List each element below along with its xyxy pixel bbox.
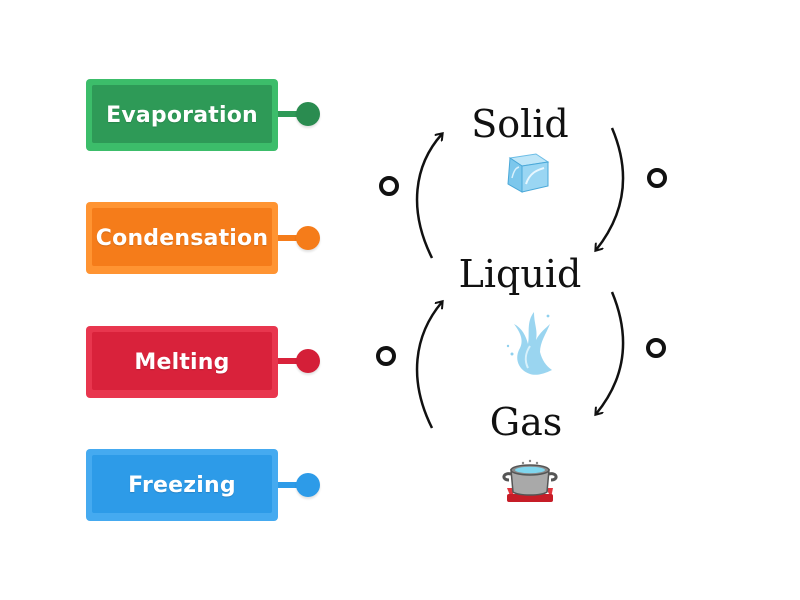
arrow-liquid-to-solid bbox=[415, 134, 442, 259]
ice-cube-icon bbox=[507, 153, 550, 193]
state-liquid: Liquid bbox=[458, 252, 582, 296]
card-label: Melting bbox=[134, 349, 230, 375]
state-solid: Solid bbox=[471, 102, 569, 146]
card-freezing[interactable]: Freezing bbox=[86, 449, 278, 521]
drop-target-liquid-to-solid[interactable] bbox=[379, 176, 399, 196]
card-label: Freezing bbox=[128, 472, 236, 498]
card-label: Evaporation bbox=[106, 102, 258, 128]
drop-target-liquid-to-gas[interactable] bbox=[646, 338, 666, 358]
drop-target-solid-to-liquid[interactable] bbox=[647, 168, 667, 188]
boiling-pot-icon bbox=[502, 459, 558, 502]
drop-target-gas-to-liquid[interactable] bbox=[376, 346, 396, 366]
arrow-solid-to-liquid bbox=[596, 127, 625, 250]
water-splash-icon bbox=[506, 312, 552, 375]
card-evaporation[interactable]: Evaporation bbox=[86, 79, 278, 151]
connector-melting[interactable] bbox=[278, 348, 322, 374]
card-condensation[interactable]: Condensation bbox=[86, 202, 278, 274]
card-label: Condensation bbox=[95, 225, 269, 251]
connector-evaporation[interactable] bbox=[278, 101, 322, 127]
arrow-liquid-to-gas bbox=[596, 291, 625, 414]
connector-freezing[interactable] bbox=[278, 472, 322, 498]
state-gas: Gas bbox=[489, 400, 563, 444]
arrow-gas-to-liquid bbox=[415, 302, 442, 429]
card-melting[interactable]: Melting bbox=[86, 326, 278, 398]
connector-condensation[interactable] bbox=[278, 225, 322, 251]
